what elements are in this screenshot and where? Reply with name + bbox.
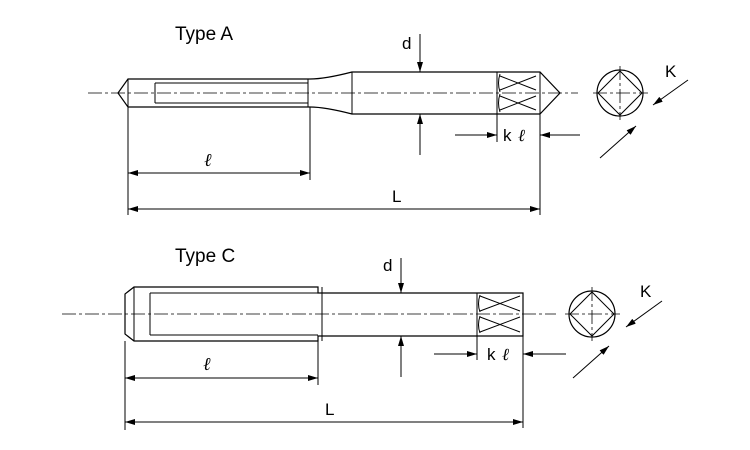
type-a-l-label: ℓ [204,150,212,171]
type-c-tap-outline [124,286,524,342]
type-c-k-label: k [487,345,496,364]
type-a-tap-outline [117,71,561,115]
type-a-drawing: Type A d k ℓ ℓ [88,24,689,215]
type-a-K-arrow-bottom [599,125,637,159]
type-c-K-arrow-bottom [572,345,610,379]
type-a-L-label: L [392,187,401,206]
type-a-d-label: d [402,34,411,53]
type-c-K-arrow-top [625,300,663,328]
type-c-l-label: ℓ [203,354,211,375]
type-c-square-cross [479,295,521,333]
type-c-K-label: K [640,282,652,301]
type-a-K-label: K [665,62,677,81]
type-a-square-cross [499,75,537,111]
type-c-L-label: L [325,400,334,419]
type-c-drawing: Type C d k ℓ ℓ L [62,246,663,430]
type-c-kl-l-label: ℓ [502,345,509,365]
type-c-title: Type C [175,246,235,267]
type-a-title: Type A [175,24,233,45]
type-c-d-label: d [383,256,392,275]
type-a-K-arrow-top [652,79,689,106]
type-a-square-curves [498,73,501,113]
type-a-kl-l-label: ℓ [518,126,525,146]
type-c-square-curves [478,294,481,334]
type-a-k-label: k [503,126,512,145]
